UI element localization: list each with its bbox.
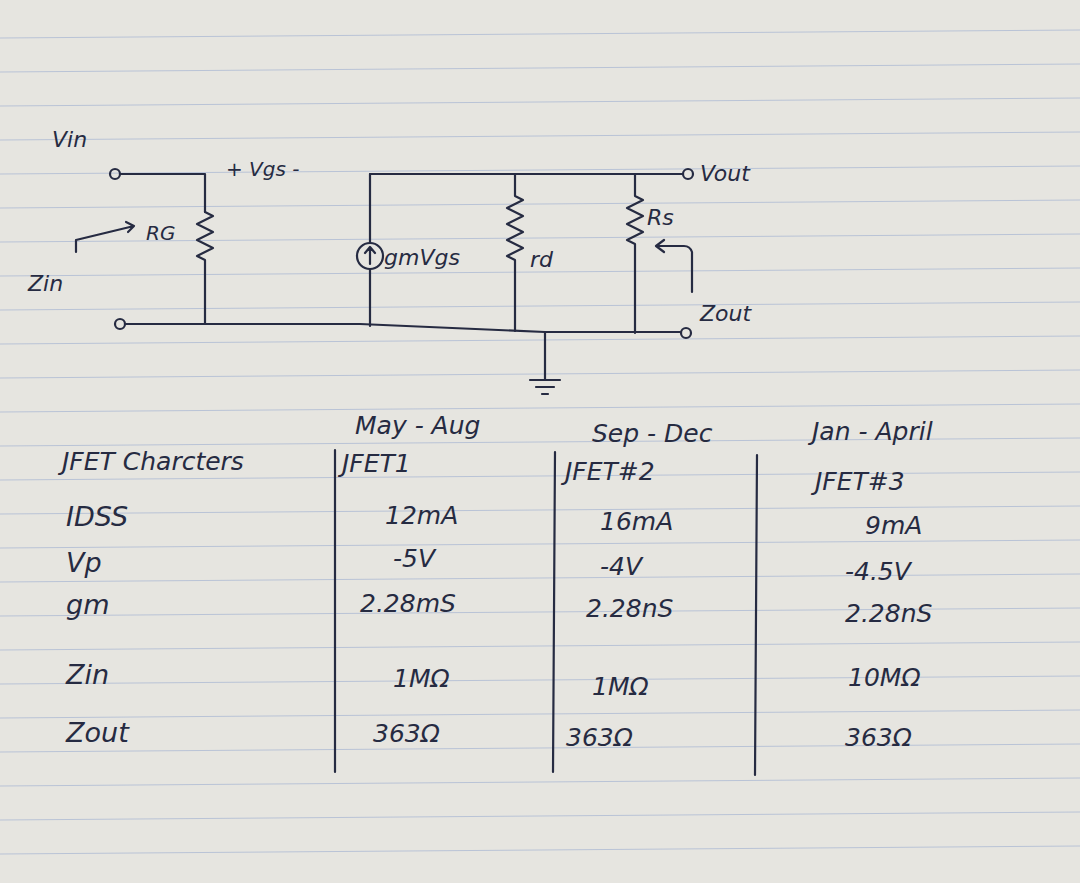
impedance-label: Zout	[700, 302, 751, 326]
table-cell: 1MΩ	[393, 665, 450, 693]
part-name: RG	[146, 222, 175, 244]
table-rule	[334, 450, 336, 772]
table-cell: 363Ω	[566, 724, 633, 752]
table-cell: 2.28mS	[360, 590, 456, 618]
row-header: gm	[66, 590, 109, 620]
resistor-symbol	[507, 174, 523, 331]
output-terminal	[683, 169, 693, 179]
column-header: Jan - April	[812, 418, 933, 446]
signal-name: Vin	[52, 128, 87, 152]
output-terminal	[681, 328, 691, 338]
table-cell: -4V	[600, 553, 642, 581]
table-cell: JFET#3	[815, 468, 905, 496]
table-cell: 363Ω	[845, 724, 912, 752]
table-cell: JFET#2	[565, 458, 655, 486]
impedance-label: Zin	[28, 272, 63, 296]
resistor-symbol	[197, 212, 213, 324]
table-cell: JFET1	[342, 450, 411, 478]
impedance-arrow	[656, 240, 692, 292]
part-name: Rs	[647, 206, 674, 230]
row-header: Vp	[66, 548, 102, 578]
row-header: JFET Charcters	[62, 448, 244, 476]
row-header: IDSS	[66, 502, 128, 532]
signal-name: Vout	[700, 162, 750, 186]
column-header: May - Aug	[355, 412, 480, 440]
impedance-arrow	[76, 222, 134, 252]
source-label: gmVgs	[384, 246, 460, 270]
table-cell: 363Ω	[373, 720, 440, 748]
ground-symbol	[530, 332, 560, 394]
table-cell: 10MΩ	[848, 664, 921, 692]
table-rule	[553, 452, 555, 772]
wire	[125, 324, 680, 332]
table-rule	[755, 455, 757, 775]
resistor-symbol	[627, 174, 643, 333]
current-source-symbol	[357, 243, 383, 269]
table-cell: 12mA	[385, 502, 458, 530]
part-name: rd	[530, 248, 553, 272]
input-terminal	[110, 169, 120, 179]
wire	[120, 174, 205, 212]
row-header: Zout	[66, 718, 129, 748]
table-cell: 2.28nS	[845, 600, 932, 628]
table-cell: -4.5V	[845, 558, 911, 586]
row-header: Zin	[66, 660, 109, 690]
table-cell: -5V	[393, 545, 435, 573]
input-terminal	[115, 319, 125, 329]
voltage-label: + Vgs -	[226, 158, 300, 180]
table-cell: 16mA	[600, 508, 673, 536]
table-cell: 9mA	[865, 512, 922, 540]
table-cell: 1MΩ	[592, 673, 649, 701]
table-cell: 2.28nS	[586, 595, 673, 623]
current-arrow	[365, 247, 375, 264]
paper-rules	[0, 30, 1080, 854]
column-header: Sep - Dec	[592, 420, 712, 448]
